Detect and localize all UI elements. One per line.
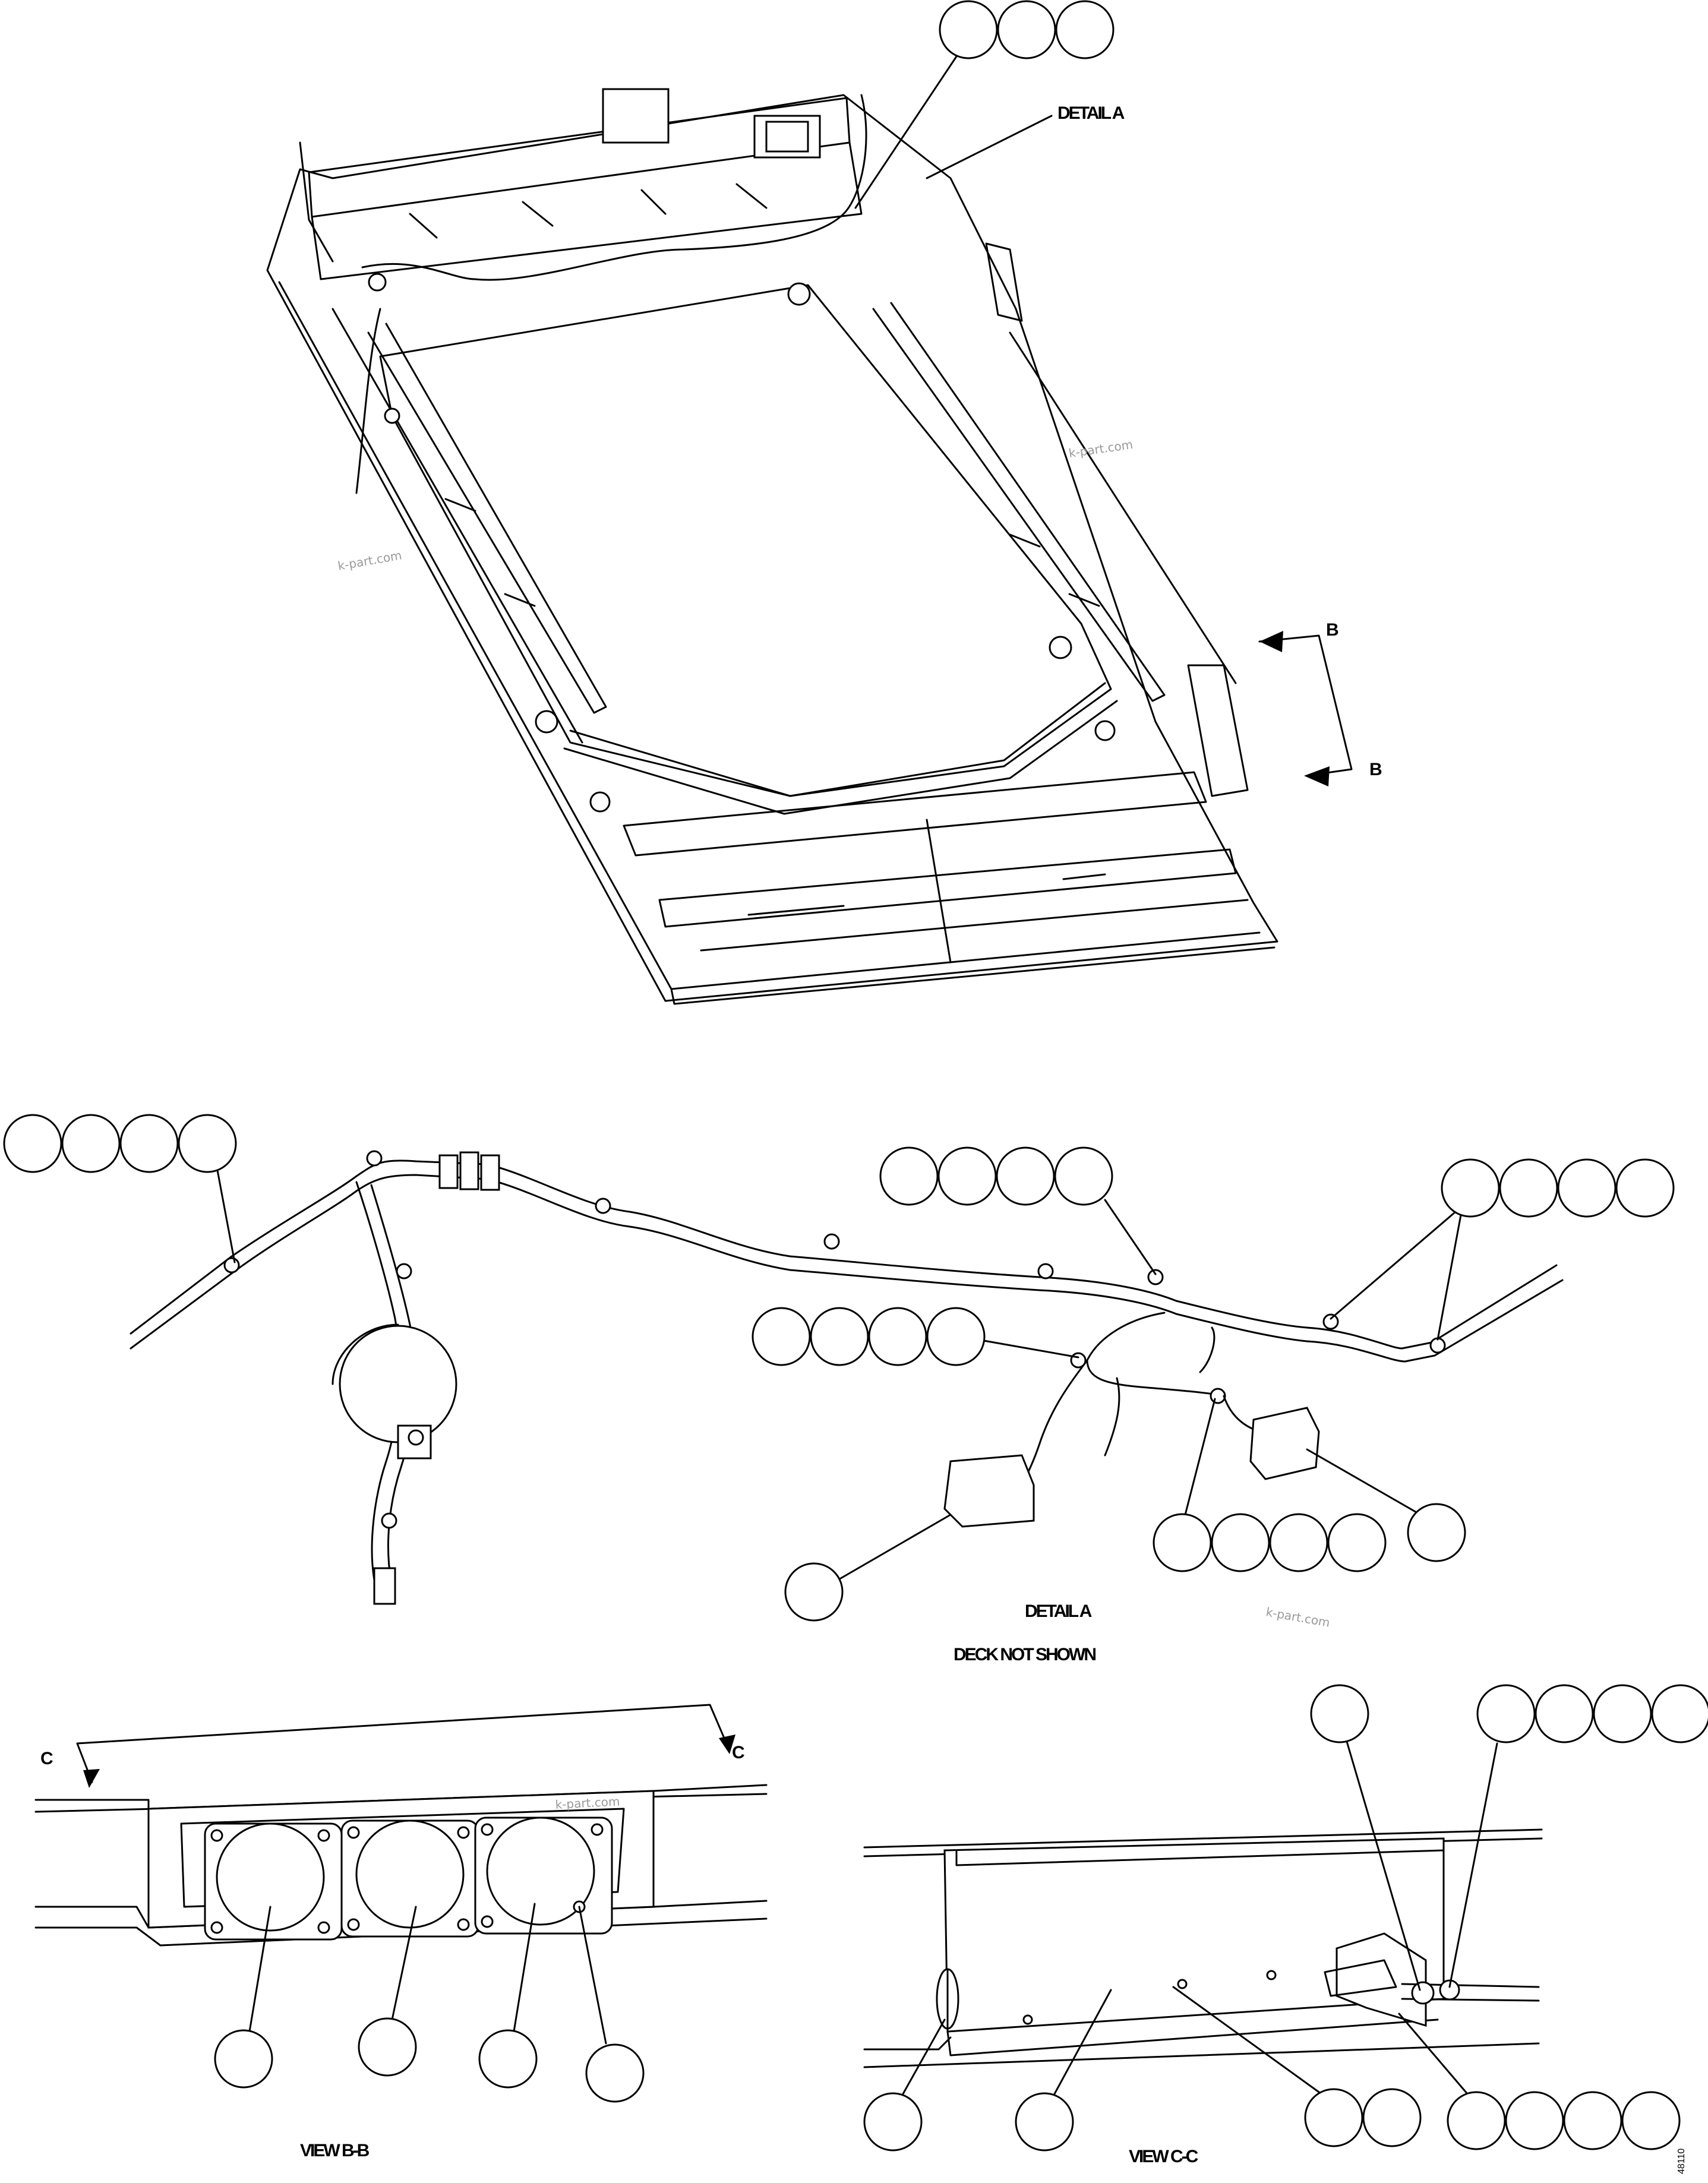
- deck-not-shown-label: DECK NOT SHOWN: [954, 1645, 1095, 1664]
- watermark-3: k-part.com: [1265, 1604, 1331, 1630]
- watermark-4: k-part.com: [555, 1794, 620, 1812]
- view-b-b: C C VIEW B-B k-part.com: [34, 1704, 768, 2160]
- view-c-label: VIEW C-C: [1129, 2147, 1198, 2166]
- callout-detail-mid-upper: [879, 1146, 1157, 1275]
- harness-detail: [130, 1150, 1564, 1605]
- callout-detail-bottom-mid: [1153, 1398, 1387, 1572]
- callout-detail-mid-left: [752, 1307, 1079, 1366]
- detail-a-label: DETAIL A: [1025, 1601, 1092, 1621]
- section-b-lower-label: B: [1369, 760, 1382, 779]
- section-b-upper-label: B: [1326, 620, 1338, 640]
- watermark-1: k-part.com: [1068, 437, 1134, 460]
- section-c-right-label: C: [732, 1743, 744, 1762]
- detail-a-top-label: DETAIL A: [1057, 103, 1125, 123]
- view-c-c: VIEW C-C: [863, 1684, 1708, 2166]
- callout-detail-right-upper: [1330, 1158, 1675, 1341]
- view-b-label: VIEW B-B: [300, 2141, 370, 2160]
- callout-top-group: [854, 0, 1115, 209]
- watermark-2: k-part.com: [337, 548, 403, 573]
- callout-detail-left: [3, 1114, 237, 1263]
- section-b-arrows: B B: [1258, 620, 1384, 786]
- callout-detail-single-left: [784, 1514, 952, 1622]
- sheet-id: 48110: [1677, 2149, 1687, 2174]
- roof-frame-assembly: [266, 88, 1278, 1005]
- section-c-left-label: C: [40, 1749, 53, 1768]
- callout-detail-single-right: [1306, 1448, 1466, 1562]
- detail-a-pointer: DETAIL A: [926, 103, 1126, 179]
